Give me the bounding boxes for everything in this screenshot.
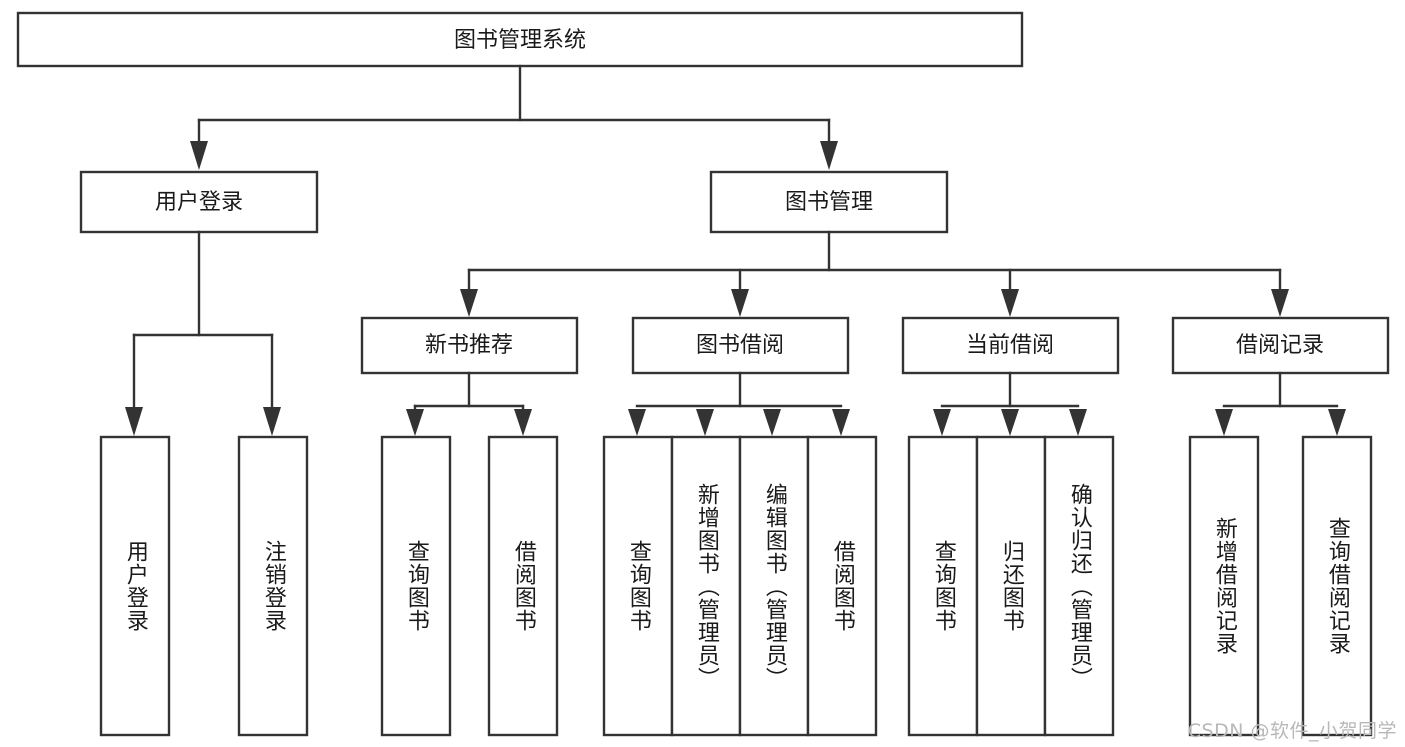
- arrowhead-cb-1: [1001, 409, 1019, 436]
- arrowhead-br-0: [1215, 409, 1233, 436]
- arrowhead-bb-1: [696, 409, 714, 436]
- leaf-borrow-record-1[interactable]: [1301, 435, 1373, 737]
- leaf-new-book-recommend-1[interactable]: [487, 435, 559, 737]
- node-borrow-record[interactable]: [1171, 316, 1390, 375]
- arrowhead-book-manage: [820, 141, 838, 170]
- node-user-login-label: 用户登录: [155, 190, 243, 215]
- arrowhead-cb-0: [933, 409, 951, 436]
- node-current-borrow-label: 当前借阅: [966, 333, 1054, 358]
- node-new-book-recommend[interactable]: [360, 316, 579, 375]
- leaf-user-login-0[interactable]: [99, 435, 171, 737]
- leaf-current-borrow-1[interactable]: [975, 435, 1047, 737]
- node-root-label: 图书管理系统: [454, 28, 586, 53]
- node-book-manage[interactable]: [709, 170, 949, 234]
- leaf-book-borrow-2[interactable]: [738, 435, 810, 737]
- leaf-book-borrow-3[interactable]: [806, 435, 878, 737]
- node-new-book-recommend-label: 新书推荐: [425, 333, 513, 358]
- csdn-watermark: CSDN @软件_小贺同学: [1187, 720, 1397, 742]
- node-root[interactable]: [16, 11, 1024, 68]
- leaf-user-login-1[interactable]: [237, 435, 309, 737]
- leaf-current-borrow-0[interactable]: [907, 435, 979, 737]
- node-current-borrow[interactable]: [901, 316, 1120, 375]
- arrowhead-bb-0: [628, 409, 646, 436]
- leaf-borrow-record-0[interactable]: [1188, 435, 1260, 737]
- node-book-borrow[interactable]: [631, 316, 850, 375]
- arrowhead-nbr-0: [406, 409, 424, 436]
- arrowhead-nbr-1: [514, 409, 532, 436]
- arrowhead-bb-2: [763, 409, 781, 436]
- arrowhead-t3-3: [1271, 289, 1289, 317]
- arrowhead-t3-0: [460, 289, 478, 317]
- arrowhead-user-login: [190, 141, 208, 170]
- arrowhead-ul-leaf-0: [125, 407, 143, 436]
- arrowhead-bb-3: [832, 409, 850, 436]
- arrowhead-cb-2: [1069, 409, 1087, 436]
- node-book-borrow-label: 图书借阅: [696, 333, 784, 358]
- node-book-manage-label: 图书管理: [785, 190, 873, 215]
- arrowhead-ul-leaf-1: [263, 407, 281, 436]
- arrowhead-t3-2: [1001, 289, 1019, 317]
- arrowhead-t3-1: [731, 289, 749, 317]
- node-borrow-record-label: 借阅记录: [1236, 333, 1324, 358]
- leaf-new-book-recommend-0[interactable]: [380, 435, 452, 737]
- leaf-book-borrow-1[interactable]: [670, 435, 742, 737]
- leaf-book-borrow-0[interactable]: [602, 435, 674, 737]
- leaf-current-borrow-2[interactable]: [1043, 435, 1115, 737]
- arrowhead-br-1: [1328, 409, 1346, 436]
